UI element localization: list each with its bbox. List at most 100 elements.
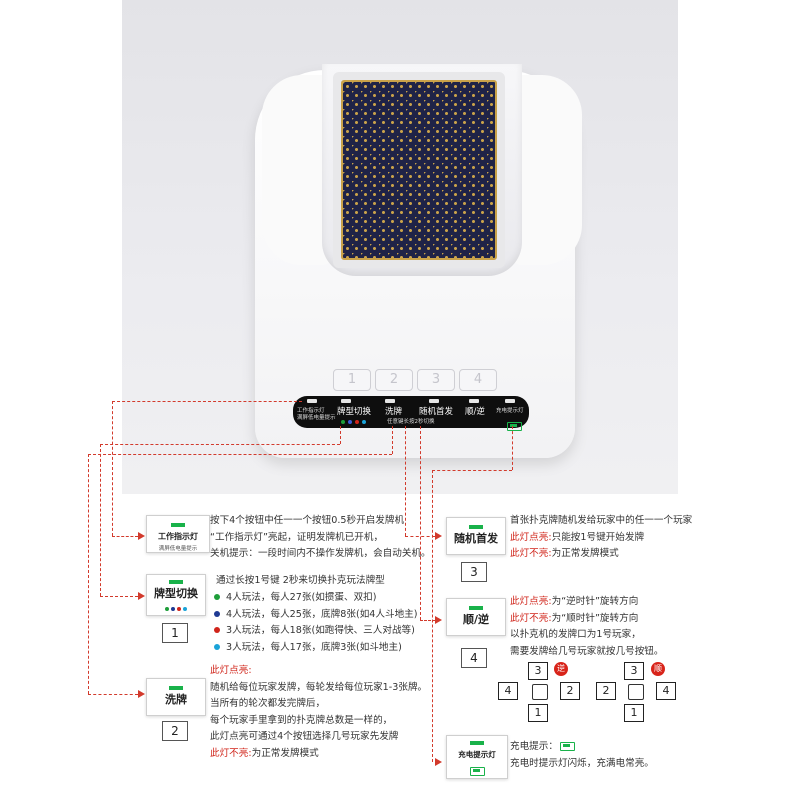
seat-2: 2 xyxy=(596,682,616,700)
direction-desc: 此灯点亮:为“逆时针”旋转方向 此灯不亮:为“顺时针”旋转方向 以扑克机的发牌口… xyxy=(510,594,664,660)
direction-led xyxy=(469,399,479,403)
arrow-icon xyxy=(435,758,442,766)
arrow-icon xyxy=(435,532,442,540)
connector-line xyxy=(432,470,433,762)
panel-shuffle: 洗牌 xyxy=(385,407,403,417)
direction-box: 顺/逆 xyxy=(446,598,506,636)
device-button-2[interactable]: 2 xyxy=(375,369,413,391)
shuffle-box-title: 洗牌 xyxy=(165,693,187,706)
connector-line xyxy=(392,426,393,454)
arrow-icon xyxy=(138,592,145,600)
connector-line xyxy=(340,426,341,444)
connector-line xyxy=(420,426,421,620)
connector-line xyxy=(88,454,89,694)
clockwise-badge: 顺 xyxy=(651,662,665,676)
direction-box-title: 顺/逆 xyxy=(462,613,490,626)
seat-3: 3 xyxy=(624,662,644,680)
playing-card-back xyxy=(333,72,505,268)
charge-led xyxy=(505,399,515,403)
seat-1: 1 xyxy=(624,704,644,722)
charge-box: 充电提示灯 xyxy=(446,735,508,779)
panel-random-first: 随机首发 xyxy=(419,407,454,417)
panel-dot-cyan xyxy=(362,420,366,424)
work-led xyxy=(307,399,317,403)
random-first-box-title: 随机首发 xyxy=(454,532,498,545)
shuffle-box: 洗牌 xyxy=(146,678,206,716)
shuffle-on-label: 此灯点亮: xyxy=(210,665,252,676)
connector-line xyxy=(112,536,138,537)
work-light-box-sub: 满屏低电量提示 xyxy=(158,546,198,552)
device-button-1[interactable]: 1 xyxy=(333,369,371,391)
counterclockwise-badge: 逆 xyxy=(554,662,568,676)
random-first-on-row: 此灯点亮:只能按1号键开始发牌 xyxy=(510,531,645,543)
device-button-3[interactable]: 3 xyxy=(417,369,455,391)
work-light-box: 工作指示灯 满屏低电量提示 xyxy=(146,515,210,553)
work-light-line-2: “工作指示灯”亮起，证明发牌机已开机， xyxy=(210,531,384,543)
panel-work-light-sub: 满屏低电量提示 xyxy=(297,415,336,421)
mode-item-4: 3人玩法，每人17张，底牌3张(如斗地主) xyxy=(214,640,418,657)
connector-line xyxy=(88,454,392,455)
mode-switch-intro: 通过长按1号键 2秒来切换扑克玩法牌型 xyxy=(216,575,385,586)
connector-line xyxy=(112,401,302,402)
mode-switch-box: 牌型切换 xyxy=(146,574,206,616)
work-light-line-1: 按下4个按钮中任一一个按钮0.5秒开启发牌机 xyxy=(210,515,405,526)
panel-hint: 任意键长按2秒切换 xyxy=(387,419,435,425)
battery-icon xyxy=(559,741,575,751)
direction-off-row: 此灯不亮:为“顺时针”旋转方向 xyxy=(510,612,639,624)
random-first-off-row: 此灯不亮:为正常发牌模式 xyxy=(510,548,619,559)
seat-3: 3 xyxy=(528,662,548,680)
mode-item-2: 4人玩法，每人25张，底牌8张(如4人斗地主) xyxy=(214,607,418,624)
panel-charge-light: 充电提示灯 xyxy=(496,408,524,414)
shuffle-line-4: 此灯点亮可通过4个按钮选择几号玩家先发牌 xyxy=(210,731,399,742)
seat-1: 1 xyxy=(528,704,548,722)
arrow-icon xyxy=(138,532,145,540)
random-first-number: 3 xyxy=(461,562,487,582)
direction-number: 4 xyxy=(461,648,487,668)
direction-line-1: 以扑克机的发牌口为1号玩家， xyxy=(510,629,641,640)
arrow-icon xyxy=(138,690,145,698)
shuffle-desc: 此灯点亮: 随机给每位玩家发牌，每轮发给每位玩家1-3张牌。 当所有的轮次都发完… xyxy=(210,663,427,762)
panel-dot-red xyxy=(355,420,359,424)
panel-mode-switch: 牌型切换 xyxy=(337,407,372,417)
connector-line xyxy=(112,401,113,536)
connector-line xyxy=(100,596,138,597)
charge-desc: 充电提示： 充电时提示灯闪烁，充满电常亮。 xyxy=(510,739,654,772)
charge-text: 充电时提示灯闪烁，充满电常亮。 xyxy=(510,757,654,769)
mode-item-3: 3人玩法，每人18张(如跑得快、三人对战等) xyxy=(214,623,418,640)
battery-icon xyxy=(469,766,485,776)
shuffle-line-1: 随机给每位玩家发牌，每轮发给每位玩家1-3张牌。 xyxy=(210,681,428,693)
connector-line xyxy=(405,426,406,536)
mode-list: 4人玩法，每人27张(如掼蛋、双扣) 4人玩法，每人25张，底牌8张(如4人斗地… xyxy=(214,590,418,656)
mode-item-1: 4人玩法，每人27张(如掼蛋、双扣) xyxy=(214,590,418,607)
connector-line xyxy=(512,426,513,470)
connector-line xyxy=(88,694,138,695)
seat-4: 4 xyxy=(498,682,518,700)
connector-line xyxy=(100,444,340,445)
work-light-desc: 按下4个按钮中任一一个按钮0.5秒开启发牌机 “工作指示灯”亮起，证明发牌机已开… xyxy=(210,513,431,563)
mode-switch-box-title: 牌型切换 xyxy=(154,587,198,600)
seat-4: 4 xyxy=(656,682,676,700)
device-left-shoulder xyxy=(262,75,332,265)
seat-2: 2 xyxy=(560,682,580,700)
dealer-icon xyxy=(628,684,644,700)
device-button-4[interactable]: 4 xyxy=(459,369,497,391)
panel-battery-icon xyxy=(507,422,522,431)
panel-dot-green xyxy=(341,420,345,424)
connector-line xyxy=(420,620,435,621)
connector-line xyxy=(432,470,512,471)
direction-on-row: 此灯点亮:为“逆时针”旋转方向 xyxy=(510,596,639,607)
random-first-line-1: 首张扑克牌随机发给玩家中的任一一个玩家 xyxy=(510,515,693,526)
work-light-line-3: 关机提示：一段时间内不操作发牌机，会自动关机。 xyxy=(210,548,431,559)
random-first-desc: 首张扑克牌随机发给玩家中的任一一个玩家 此灯点亮:只能按1号键开始发牌 此灯不亮… xyxy=(510,513,692,563)
shuffle-number: 2 xyxy=(162,721,188,741)
panel-work-light: 工作指示灯 xyxy=(297,408,325,414)
panel-direction: 顺/逆 xyxy=(465,407,485,417)
dealer-icon xyxy=(532,684,548,700)
device-right-shoulder xyxy=(512,75,582,265)
shuffle-line-2: 当所有的轮次都发完牌后， xyxy=(210,698,326,709)
work-light-box-title: 工作指示灯 xyxy=(158,532,198,541)
direction-line-2: 需要发牌给几号玩家就按几号按钮。 xyxy=(510,645,664,657)
random-led xyxy=(429,399,439,403)
charge-label-row: 充电提示： xyxy=(510,739,654,756)
charge-box-title: 充电提示灯 xyxy=(458,750,496,759)
